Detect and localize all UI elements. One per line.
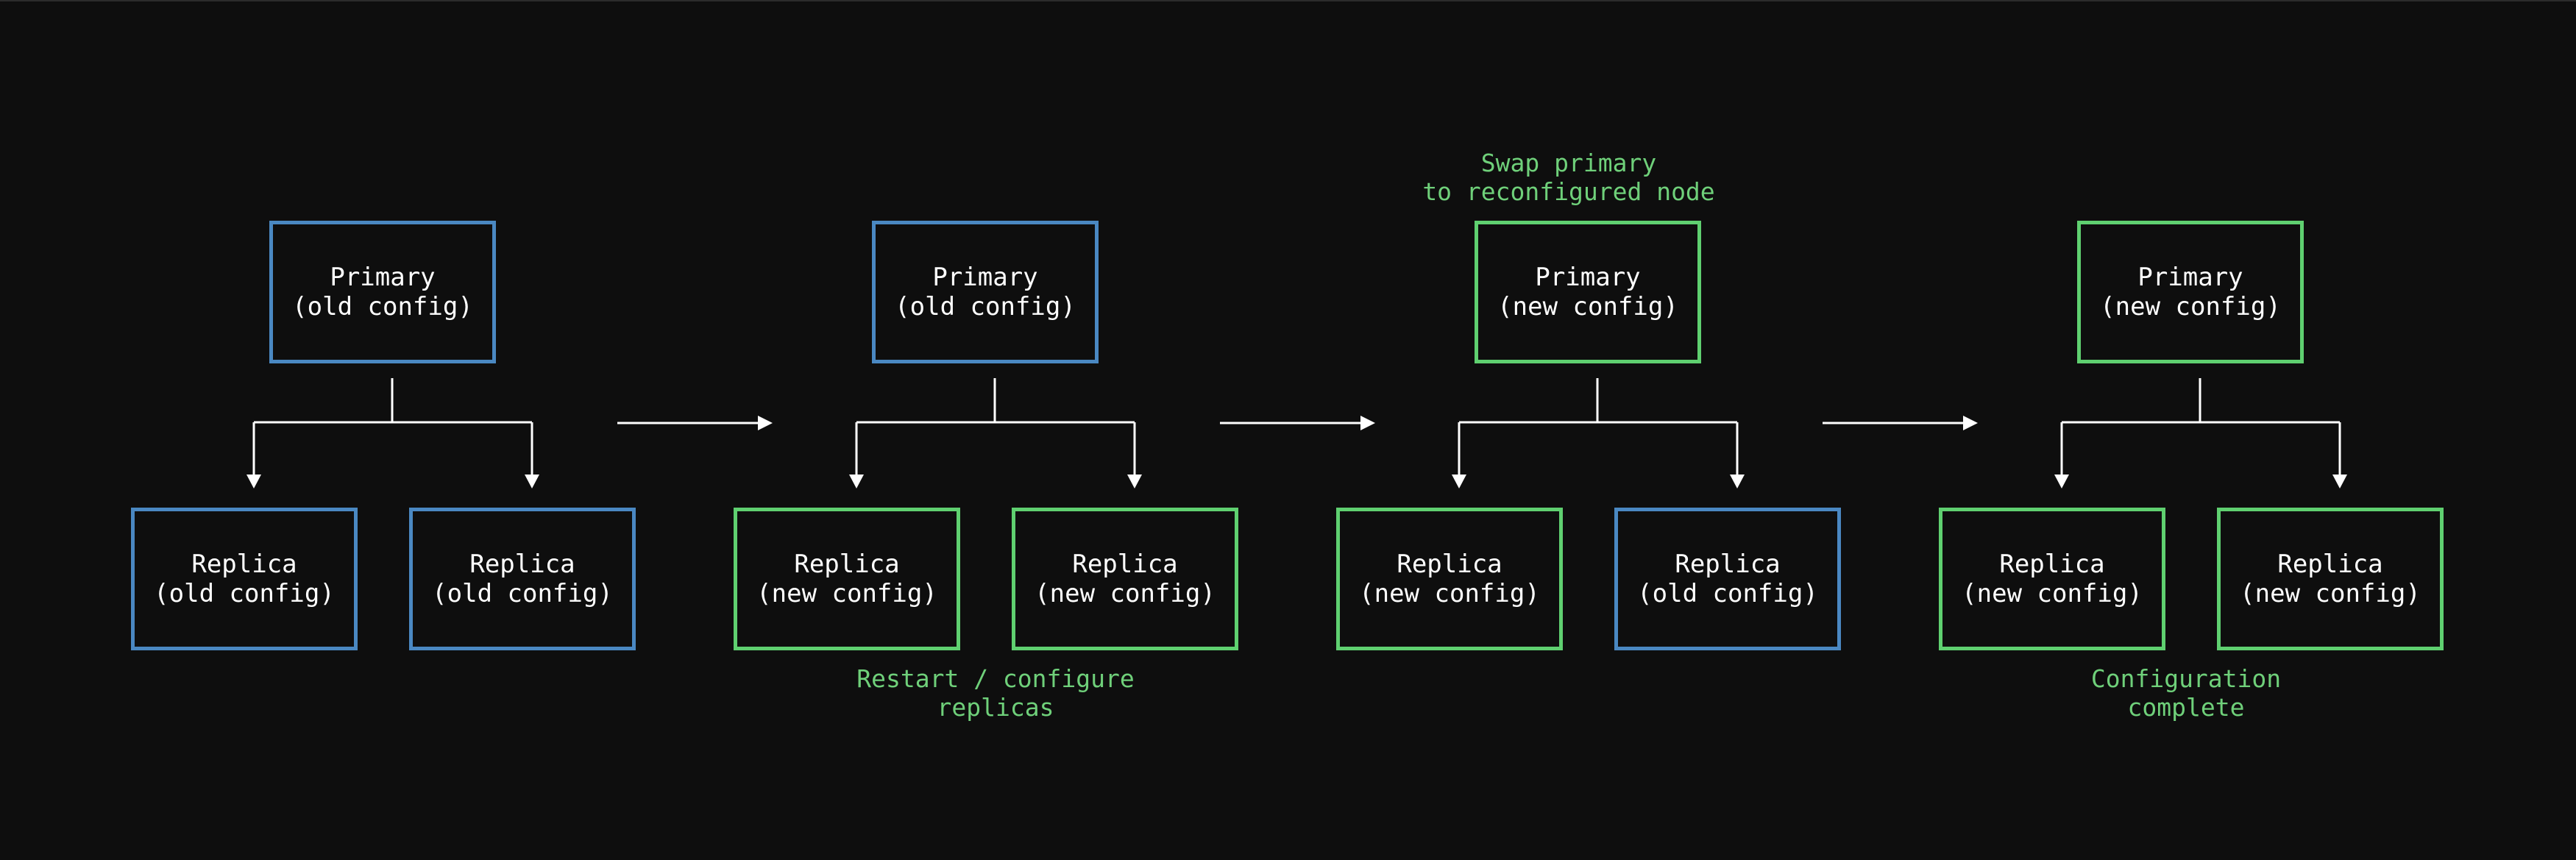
stage-arrow-3-head <box>1963 416 1978 430</box>
stage-4-primary-node: Primary (new config) <box>2077 221 2304 363</box>
stage-4-right-arrowhead <box>2332 475 2347 488</box>
stage-2-primary-node: Primary (old config) <box>872 221 1099 363</box>
stage-3-left-arrowhead <box>1452 475 1466 488</box>
stage-1-right-arrowhead <box>525 475 539 488</box>
stage-1-left-arrowhead <box>246 475 261 488</box>
node-label: Replica (old config) <box>432 550 613 608</box>
stage-3-replica-2-node: Replica (old config) <box>1614 508 1841 650</box>
node-label: Primary (old config) <box>292 263 473 321</box>
stage-3-right-arrowhead <box>1730 475 1745 488</box>
stage-2-note: Restart / configure replicas <box>856 664 1135 722</box>
stage-4-note: Configuration complete <box>2090 664 2282 722</box>
stage-1-replica-1-node: Replica (old config) <box>131 508 358 650</box>
stage-2-replica-2-node: Replica (new config) <box>1012 508 1238 650</box>
node-label: Primary (new config) <box>2100 263 2281 321</box>
stage-3-replica-1-node: Replica (new config) <box>1336 508 1563 650</box>
node-label: Replica (new config) <box>1359 550 1540 608</box>
stage-4-left-arrowhead <box>2054 475 2069 488</box>
node-label: Replica (new config) <box>1962 550 2143 608</box>
stage-2-right-arrowhead <box>1127 475 1142 488</box>
node-label: Replica (old config) <box>154 550 335 608</box>
stage-1-primary-node: Primary (old config) <box>269 221 496 363</box>
stage-3-primary-node: Primary (new config) <box>1475 221 1701 363</box>
node-label: Primary (new config) <box>1497 263 1678 321</box>
stage-3-note: Swap primary to reconfigured node <box>1422 149 1715 206</box>
stage-arrow-2-head <box>1360 416 1375 430</box>
stage-1-replica-2-node: Replica (old config) <box>409 508 636 650</box>
top-border <box>0 0 2576 1</box>
stage-2-replica-1-node: Replica (new config) <box>734 508 960 650</box>
node-label: Replica (old config) <box>1637 550 1818 608</box>
stage-4-replica-1-node: Replica (new config) <box>1939 508 2165 650</box>
stage-4-replica-2-node: Replica (new config) <box>2217 508 2444 650</box>
node-label: Replica (new config) <box>756 550 937 608</box>
node-label: Primary (old config) <box>895 263 1076 321</box>
node-label: Replica (new config) <box>2240 550 2421 608</box>
stage-2-left-arrowhead <box>849 475 864 488</box>
node-label: Replica (new config) <box>1035 550 1216 608</box>
stage-arrow-1-head <box>758 416 773 430</box>
